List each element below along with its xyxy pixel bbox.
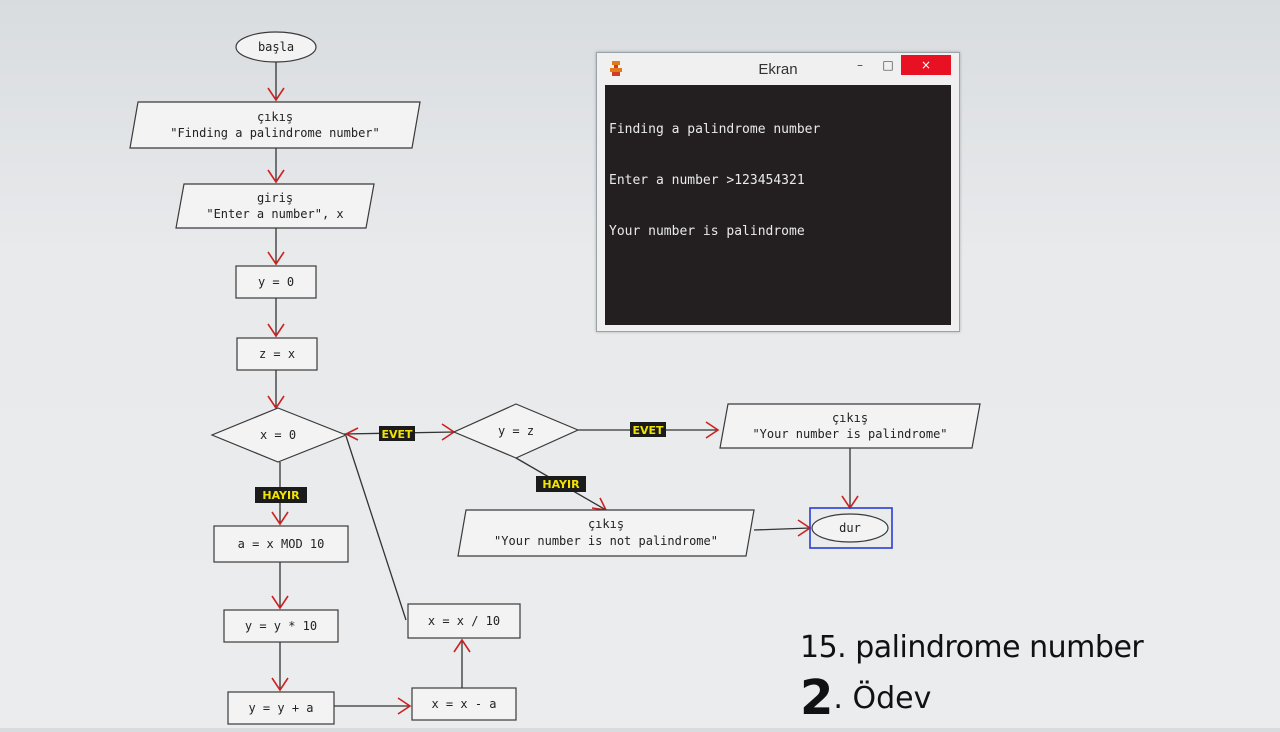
edge-xdiv-cond [345,435,407,621]
tag-text: HAYIR [262,489,300,502]
window-title: Ekran [758,61,798,78]
arrowhead [267,323,285,338]
stop-node: dur [809,507,893,549]
input-keyword: giriş [257,191,293,205]
output-text: "Your number is not palindrome" [494,534,718,548]
process-text: x = x - a [431,697,496,711]
output-keyword: çıkış [832,411,868,425]
console-output[interactable]: Finding a palindrome number Enter a numb… [605,85,951,325]
output-text: "Your number is palindrome" [752,427,947,441]
edge-tag-hayir-1: HAYIR [255,487,307,503]
arrowhead [267,87,285,102]
output-node-not-palindrome: çıkış "Your number is not palindrome" [457,509,755,557]
output-keyword: çıkış [588,517,624,531]
process-text: z = x [259,347,295,361]
tag-text: EVET [632,424,664,437]
arrowhead [705,421,720,439]
start-node: başla [235,31,317,63]
process-text: y = 0 [258,275,294,289]
arrowhead [271,595,289,610]
stop-label: dur [839,521,861,535]
decision-text: y = z [498,424,534,438]
process-text: x = x / 10 [428,614,500,628]
process-text: y = y * 10 [245,619,317,633]
process-z-assign: z = x [236,337,318,371]
arrowhead [397,697,412,715]
arrowhead [344,427,359,441]
input-text: "Enter a number", x [206,207,343,221]
process-text: y = y + a [248,701,313,715]
arrowhead [271,677,289,692]
tag-text: EVET [381,428,413,441]
close-button[interactable]: × [901,55,951,75]
note-text: . Ödev [833,681,932,716]
arrowhead [271,511,289,526]
start-label: başla [258,40,294,54]
process-text: a = x MOD 10 [238,537,325,551]
edge-tag-evet-1: EVET [379,426,415,441]
stop-highlight [809,507,893,549]
window-titlebar[interactable]: Ekran – □ × [597,53,959,85]
maximize-button[interactable]: □ [882,58,894,72]
console-line: Your number is palindrome [609,224,805,239]
handwritten-note-title: 15. palindrome number [800,630,1144,665]
edge-tag-hayir-2: HAYIR [536,476,586,492]
arrowhead [267,395,285,410]
output-node-palindrome: çıkış "Your number is palindrome" [719,403,981,449]
process-a-mod: a = x MOD 10 [213,525,349,563]
process-x-div: x = x / 10 [407,603,521,639]
output-text: "Finding a palindrome number" [170,126,380,140]
arrowhead [267,169,285,184]
decision-y-equals-z: y = z [452,403,580,459]
process-y-mul: y = y * 10 [223,609,339,643]
flowchart-app-icon [610,61,622,76]
output-node-title: çıkış "Finding a palindrome number" [129,101,421,149]
console-line: Enter a number >123454321 [609,173,805,188]
process-x-sub: x = x - a [411,687,517,721]
note-number: 2 [800,670,834,726]
edge-tag-evet-2: EVET [630,422,666,437]
input-node: giriş "Enter a number", x [175,183,375,229]
edge-notpal-stop [753,527,811,531]
handwritten-note-homework: 2. Ödev [800,670,931,726]
process-y-add: y = y + a [227,691,335,725]
decision-text: x = 0 [260,428,296,442]
process-y-init: y = 0 [235,265,317,299]
decision-x-zero: x = 0 [210,407,348,463]
minimize-button[interactable]: – [857,58,863,72]
console-line: Finding a palindrome number [609,122,821,137]
tag-text: HAYIR [542,478,580,491]
arrowhead [453,638,471,653]
arrowhead [267,251,285,266]
output-keyword: çıkış [257,110,293,124]
console-window: Ekran – □ × Finding a palindrome number … [596,52,960,332]
